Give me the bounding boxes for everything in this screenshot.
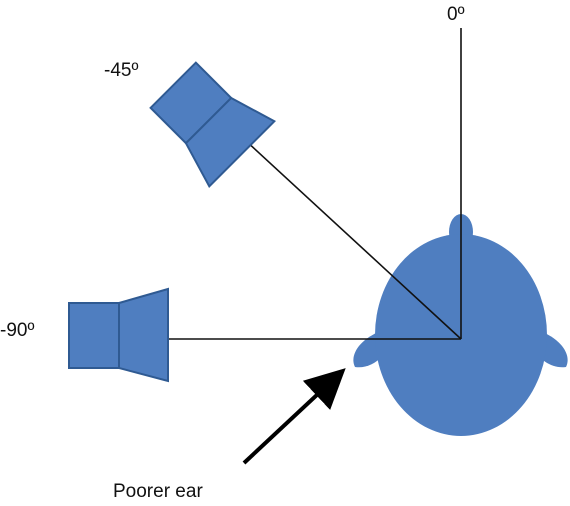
- speaker-cone: [184, 96, 277, 189]
- arrow-icon: [242, 368, 346, 465]
- angle-label-minus-45: -45º: [104, 60, 139, 81]
- angle-label-0: 0º: [447, 4, 465, 25]
- speaker-body: [68, 302, 120, 369]
- angle-label-minus-90: -90º: [0, 320, 35, 341]
- speaker-minus-90: [68, 287, 169, 383]
- speaker-minus-45: [149, 61, 277, 189]
- line-minus-45: [244, 139, 462, 340]
- poorer-ear-label: Poorer ear: [113, 481, 203, 502]
- speaker-cone: [118, 287, 169, 383]
